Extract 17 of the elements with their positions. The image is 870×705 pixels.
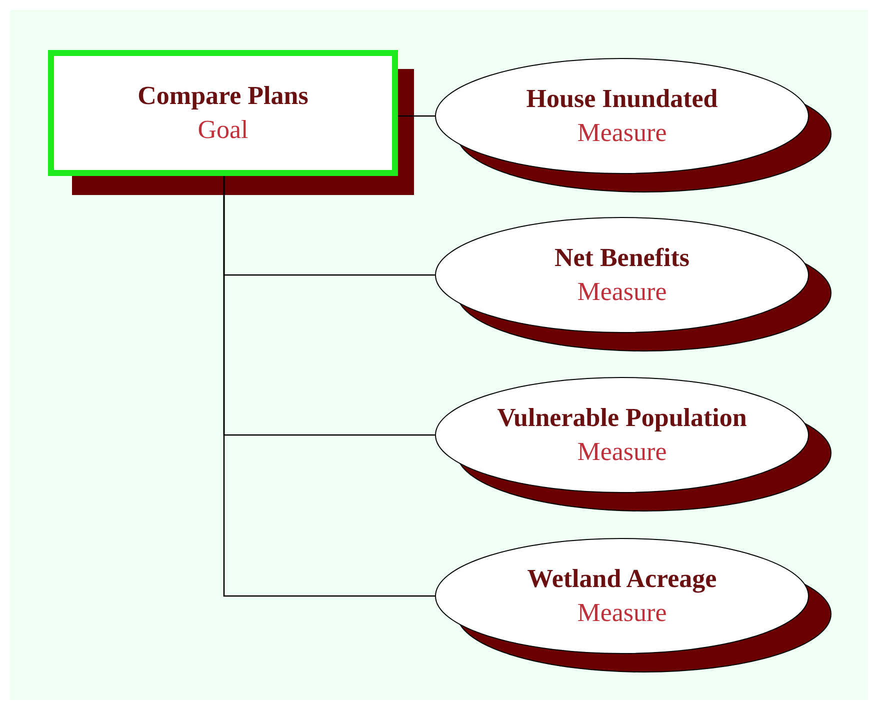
node-title: Compare Plans [138, 81, 308, 111]
measure-ellipse [435, 538, 809, 654]
node-type-label: Measure [577, 118, 667, 148]
node-title: Wetland Acreage [527, 564, 717, 594]
node-type-label: Measure [577, 598, 667, 628]
node-title: House Inundated [526, 84, 718, 114]
node-type-label: Measure [577, 437, 667, 467]
measure-ellipse [435, 58, 809, 174]
measure-ellipse [435, 377, 809, 493]
node-type-label: Measure [577, 277, 667, 307]
node-title: Net Benefits [554, 243, 690, 273]
goal-box [48, 50, 398, 176]
measure-ellipse [435, 217, 809, 333]
connector-line [398, 115, 435, 117]
node-type-label: Goal [198, 115, 248, 145]
connector-line [223, 176, 435, 597]
node-title: Vulnerable Population [497, 403, 747, 433]
